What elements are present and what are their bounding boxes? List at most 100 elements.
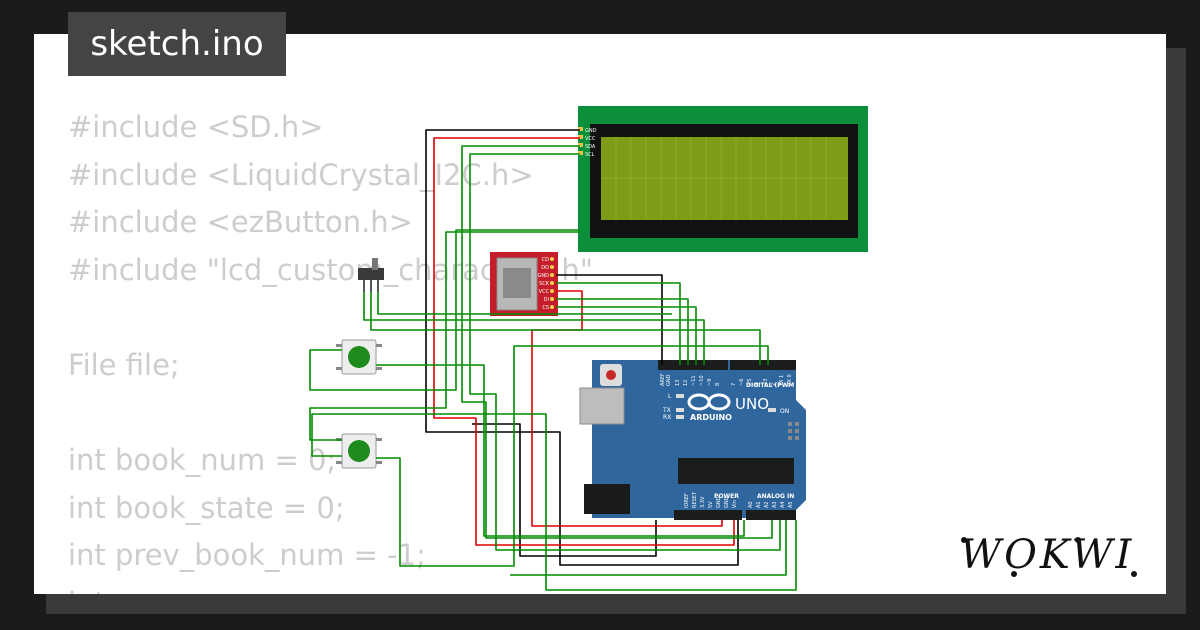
digital-pin-label: ~11 xyxy=(691,375,697,386)
code-line: #include <SD.h> xyxy=(68,110,324,144)
arduino-logo xyxy=(687,393,731,411)
wire-green xyxy=(510,520,787,576)
wokwi-logo: WOKWI xyxy=(960,532,1137,578)
wire-green xyxy=(311,413,797,591)
digital-pin-label: 2 xyxy=(771,383,777,386)
power-pin-label: Vin xyxy=(732,500,738,508)
digital-pin-label: TX 1 xyxy=(779,375,785,387)
code-line: #include <LiquidCrystal_I2C.h> xyxy=(68,157,534,192)
power-pin-label: RESET xyxy=(692,491,698,508)
wire-black xyxy=(556,274,663,365)
digital-header-1 xyxy=(658,360,728,370)
wire-green xyxy=(376,345,769,567)
code-line: int ... xyxy=(68,580,593,594)
wire-green xyxy=(556,306,697,365)
wire-green xyxy=(556,298,689,365)
sd-pin-pads xyxy=(550,257,554,309)
digital-pin-label: ~5 xyxy=(747,379,753,386)
board-brand-label: ARDUINO xyxy=(690,413,732,422)
on-led-label: ON xyxy=(780,408,789,415)
digital-pin-label: AREF xyxy=(660,373,666,386)
sd-card-module[interactable]: CD DO GND SCK VCC DI CS xyxy=(490,252,558,316)
wire-green xyxy=(461,145,773,539)
power-pin-label: 5V xyxy=(708,501,714,508)
digital-pin-label: ~6 xyxy=(739,379,745,386)
icsp-header xyxy=(788,422,799,440)
arduino-uno-board[interactable]: UNO ARDUINO ON L TX RX DIGITAL (PWM ~) P… xyxy=(579,360,806,520)
digital-pin-label: ~3 xyxy=(763,379,769,386)
digital-pin-label: ~9 xyxy=(707,379,713,386)
digital-pin-label: 4 xyxy=(755,383,761,386)
digital-pin-label: 8 xyxy=(715,383,721,386)
power-pin-label: 3.3V xyxy=(700,496,706,508)
rx-led-label: RX xyxy=(663,414,671,421)
analog-pin-label: A1 xyxy=(756,501,762,508)
l-led-label: L xyxy=(668,393,672,400)
wire-green xyxy=(370,292,761,365)
sd-card-icon xyxy=(503,268,531,298)
usb-port xyxy=(579,387,625,425)
analog-pin-label: A5 xyxy=(788,501,794,508)
code-line: #include <ezButton.h> xyxy=(68,205,413,240)
code-preview: #include <SD.h> #include <LiquidCrystal_I… xyxy=(68,104,593,594)
wire-green xyxy=(469,153,781,551)
reset-button xyxy=(606,370,616,380)
wires xyxy=(309,129,797,591)
lcd-pin-pads xyxy=(578,127,583,155)
digital-pin-label: GND xyxy=(666,374,672,386)
wire-red xyxy=(433,137,735,546)
digital-pin-label: 7 xyxy=(731,383,737,386)
digital-pin-label: ~10 xyxy=(699,375,705,386)
code-line: int prev_book_num = -1; xyxy=(68,538,426,573)
analog-header xyxy=(746,510,796,520)
lcd-pin-label: SDA xyxy=(585,144,596,150)
lcd-pin-label: VCC xyxy=(585,136,596,142)
wire-black xyxy=(472,423,657,557)
lcd-pixel-grid xyxy=(601,137,848,220)
analog-pin-label: A2 xyxy=(764,501,770,508)
sd-pin-label: CS xyxy=(542,305,549,311)
sd-pin-label: VCC xyxy=(539,289,550,295)
digital-pin-label: 12 xyxy=(683,380,689,386)
power-pin-label: GND xyxy=(716,496,722,508)
power-pin-label: GND xyxy=(724,496,730,508)
digital-pin-label: 13 xyxy=(675,380,681,386)
svg-text:WOKWI: WOKWI xyxy=(960,532,1134,578)
push-button-2[interactable] xyxy=(336,433,382,469)
lcd-display[interactable]: GND VCC SDA SCL xyxy=(578,106,868,252)
digital-pin-label: RX 0 xyxy=(787,374,793,386)
sd-pin-label: DO xyxy=(541,265,549,271)
power-header xyxy=(674,510,742,520)
sd-pin-label: CD xyxy=(542,257,549,263)
sd-pin-label: GND xyxy=(538,273,550,279)
code-line: File file; xyxy=(68,347,180,382)
digital-pins-label: DIGITAL (PWM ~) xyxy=(746,382,804,389)
wire-green xyxy=(556,282,681,365)
wire-green xyxy=(309,231,580,441)
analog-pin-label: A4 xyxy=(780,501,786,508)
code-line: int book_num = 0; xyxy=(68,443,337,478)
analog-pin-label: A3 xyxy=(772,501,778,508)
analog-pin-label: A0 xyxy=(748,501,754,508)
slide-switch[interactable] xyxy=(358,258,384,292)
atmega-chip xyxy=(678,458,794,484)
code-line: int book_state = 0; xyxy=(68,490,345,525)
digital-header-2 xyxy=(730,360,796,370)
power-pin-label: IOREF xyxy=(684,493,690,508)
sd-pin-label: SCK xyxy=(539,281,550,287)
power-jack xyxy=(584,484,630,514)
board-model-label: UNO xyxy=(735,395,769,413)
analog-pins-label: ANALOG IN xyxy=(757,493,794,500)
sd-pin-label: DI xyxy=(544,297,549,303)
lcd-pin-label: SCL xyxy=(585,152,595,158)
wire-green xyxy=(363,292,705,365)
wire-green xyxy=(377,292,672,315)
push-button-1[interactable] xyxy=(336,339,382,375)
wire-black xyxy=(425,129,739,566)
tx-led-label: TX xyxy=(662,407,671,414)
power-pins-label: POWER xyxy=(714,493,739,500)
wire-green xyxy=(309,229,580,391)
file-name-tab[interactable]: sketch.ino xyxy=(68,12,286,76)
status-leds xyxy=(676,394,776,419)
